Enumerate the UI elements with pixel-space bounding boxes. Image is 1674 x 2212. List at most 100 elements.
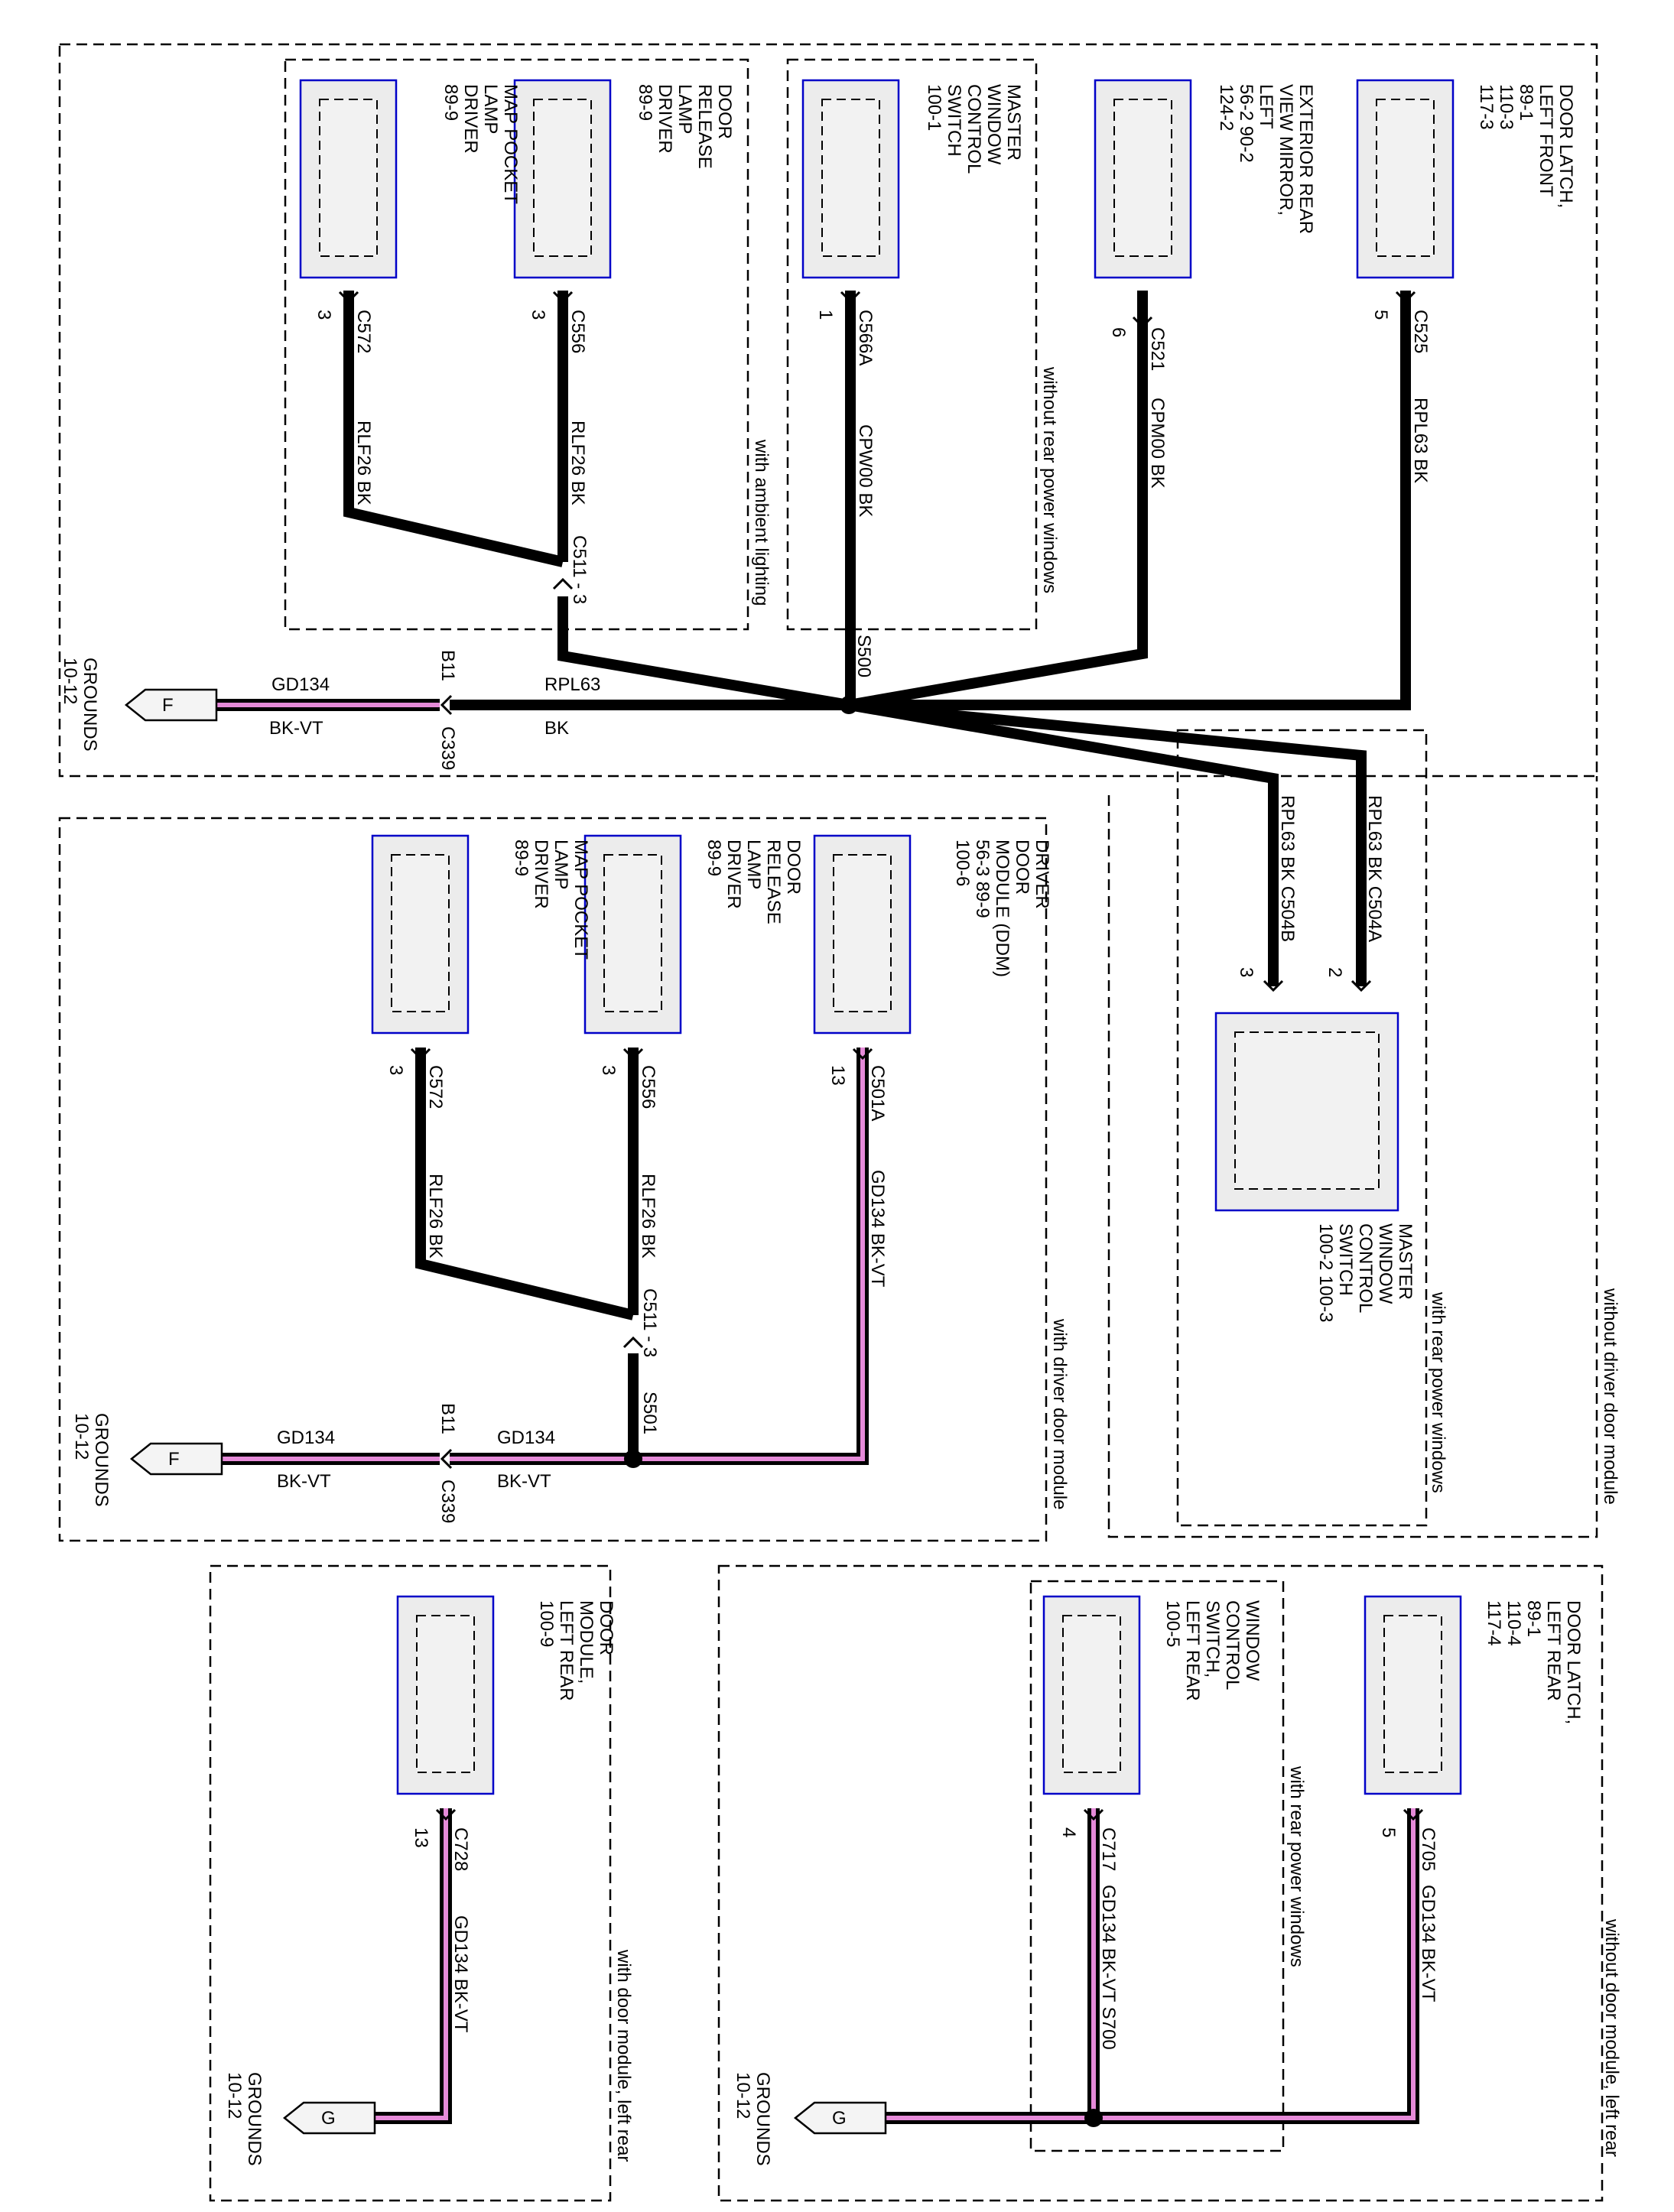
svg-text:G: G bbox=[321, 2108, 336, 2129]
label-line: DOOR bbox=[783, 840, 804, 895]
label-line: MODULE, bbox=[576, 1600, 596, 1684]
label-line: CONTROL bbox=[964, 84, 984, 174]
svg-text:13: 13 bbox=[411, 1827, 431, 1848]
label-line: CONTROL bbox=[1222, 1600, 1243, 1690]
svg-text:CPM00 BK: CPM00 BK bbox=[1147, 398, 1168, 489]
splice-s501 bbox=[624, 1450, 642, 1468]
svg-text:6: 6 bbox=[1108, 327, 1129, 337]
svg-text:3: 3 bbox=[385, 1065, 406, 1075]
svg-text:C339: C339 bbox=[437, 1480, 458, 1523]
label-line: GROUNDS bbox=[244, 2072, 265, 2166]
svg-text:C339: C339 bbox=[437, 726, 458, 770]
svg-text:CPW00 BK: CPW00 BK bbox=[855, 424, 876, 517]
ground-label: GROUNDS10-12 bbox=[71, 1413, 112, 1507]
component-label: WINDOWCONTROLSWITCH,LEFT REAR100-5 bbox=[1162, 1600, 1263, 1701]
svg-text:S501: S501 bbox=[639, 1392, 660, 1434]
svg-text:5: 5 bbox=[1378, 1827, 1399, 1837]
wire-rlf26-map-pocket bbox=[343, 291, 564, 567]
svg-text:4: 4 bbox=[1058, 1827, 1079, 1837]
label-line: MAP POCKET bbox=[570, 840, 591, 960]
component-label: MAP POCKETLAMPDRIVER89-9 bbox=[440, 84, 521, 204]
region-label: without rear power windows bbox=[1039, 366, 1060, 593]
component-label: DOOR LATCH,LEFT REAR89-1110-4117-4 bbox=[1484, 1600, 1584, 1724]
svg-text:BK-VT: BK-VT bbox=[277, 1471, 331, 1492]
svg-text:RLF26 BK: RLF26 BK bbox=[638, 1174, 658, 1259]
component-label: MASTERWINDOWCONTROLSWITCH100-2 100-3 bbox=[1315, 1223, 1416, 1322]
svg-text:S500: S500 bbox=[853, 635, 874, 677]
svg-text:C501A: C501A bbox=[867, 1065, 888, 1121]
svg-text:RLF26 BK: RLF26 BK bbox=[353, 421, 374, 505]
wire-gd134-latch-rear bbox=[1094, 1808, 1419, 2124]
label-line: DOOR bbox=[714, 84, 735, 139]
label-line: DRIVER bbox=[655, 84, 675, 154]
wire-rpl63-to-c504a bbox=[848, 700, 1367, 986]
splice-s500 bbox=[840, 696, 858, 714]
svg-text:F: F bbox=[168, 1449, 180, 1470]
label-line: 10-12 bbox=[224, 2072, 245, 2119]
svg-text:C556: C556 bbox=[567, 310, 588, 353]
component-label: DRIVERDOORMODULE (DDM)56-3 89-9100-6 bbox=[952, 840, 1052, 977]
region-label: with ambient lighting bbox=[751, 439, 772, 606]
label-line: 117-4 bbox=[1484, 1600, 1504, 1646]
svg-text:1: 1 bbox=[815, 310, 836, 320]
component-label: MASTERWINDOWCONTROLSWITCH100-1 bbox=[924, 84, 1024, 174]
svg-text:RPL63 BK: RPL63 BK bbox=[1410, 398, 1431, 483]
svg-text:C572: C572 bbox=[353, 310, 374, 353]
svg-text:B11: B11 bbox=[437, 650, 458, 681]
label-line: MAP POCKET bbox=[500, 84, 521, 204]
svg-text:C728: C728 bbox=[450, 1827, 471, 1871]
label-line: 89-9 bbox=[440, 84, 461, 121]
label-line: SWITCH bbox=[944, 84, 964, 157]
wire-gd134-ddm bbox=[633, 1048, 869, 1465]
wire-c511-to-s500 bbox=[557, 596, 850, 710]
ground-label: GROUNDS10-12 bbox=[224, 2072, 265, 2166]
label-line: LEFT FRONT bbox=[1536, 84, 1556, 197]
label-line: LEFT REAR bbox=[1182, 1600, 1203, 1701]
region-with-door-module-left-rear bbox=[209, 1564, 612, 2202]
ground-flag-g2: G bbox=[282, 2101, 376, 2135]
svg-text:RLF26 BK: RLF26 BK bbox=[425, 1174, 446, 1259]
label-line: LAMP bbox=[674, 84, 695, 134]
component-door-release-lamp-2 bbox=[583, 834, 682, 1035]
wire-gd134-switch-rear bbox=[886, 1808, 1100, 2124]
svg-text:3: 3 bbox=[528, 310, 548, 320]
region-with-driver-door-module bbox=[58, 817, 1048, 1542]
label-line: LEFT bbox=[1256, 84, 1276, 129]
label-line: DRIVER bbox=[723, 840, 744, 909]
label-line: 89-1 bbox=[1523, 1600, 1544, 1637]
label-line: 100-2 100-3 bbox=[1315, 1223, 1336, 1322]
svg-text:GD134 BK-VT: GD134 BK-VT bbox=[450, 1915, 471, 2033]
svg-text:C566A: C566A bbox=[855, 310, 876, 365]
component-label: EXTERIOR REARVIEW MIRROR,LEFT56-2 90-212… bbox=[1216, 84, 1316, 234]
svg-text:C717: C717 bbox=[1098, 1827, 1119, 1871]
svg-text:C511 - 3: C511 - 3 bbox=[569, 535, 590, 604]
svg-text:GD134 BK-VT: GD134 BK-VT bbox=[867, 1170, 888, 1288]
ground-label: GROUNDS10-12 bbox=[733, 2072, 773, 2166]
label-line: EXTERIOR REAR bbox=[1295, 84, 1316, 234]
label-line: LAMP bbox=[743, 840, 764, 889]
svg-text:C572: C572 bbox=[425, 1065, 446, 1109]
label-line: RELEASE bbox=[763, 840, 784, 924]
region-label: with rear power windows bbox=[1286, 1765, 1307, 1967]
svg-text:GD134: GD134 bbox=[497, 1428, 555, 1448]
label-line: DOOR LATCH, bbox=[1563, 1600, 1584, 1724]
component-driver-door-module bbox=[813, 834, 912, 1035]
label-line: 10-12 bbox=[733, 2072, 753, 2119]
svg-text:3: 3 bbox=[1236, 967, 1256, 977]
label-line: DRIVER bbox=[1032, 840, 1052, 909]
component-label: MAP POCKETLAMPDRIVER89-9 bbox=[511, 840, 591, 960]
ground-flag-g1: G bbox=[793, 2101, 887, 2135]
svg-text:3: 3 bbox=[314, 310, 334, 320]
svg-text:G: G bbox=[832, 2108, 847, 2129]
ground-flag-f2: F bbox=[129, 1442, 223, 1476]
component-master-window-switch-1 bbox=[801, 79, 900, 279]
connector-pins bbox=[338, 291, 1424, 1821]
svg-text:2: 2 bbox=[1325, 967, 1345, 977]
wire-labels-top: C525 5 RPL63 BK C521 6 CPM00 BK C566A 1 … bbox=[269, 310, 1431, 977]
label-line: 89-9 bbox=[635, 84, 655, 121]
label-line: LAMP bbox=[480, 84, 501, 134]
svg-text:RLF26 BK: RLF26 BK bbox=[567, 421, 588, 505]
svg-text:F: F bbox=[162, 695, 174, 716]
svg-text:BK-VT: BK-VT bbox=[269, 718, 323, 739]
